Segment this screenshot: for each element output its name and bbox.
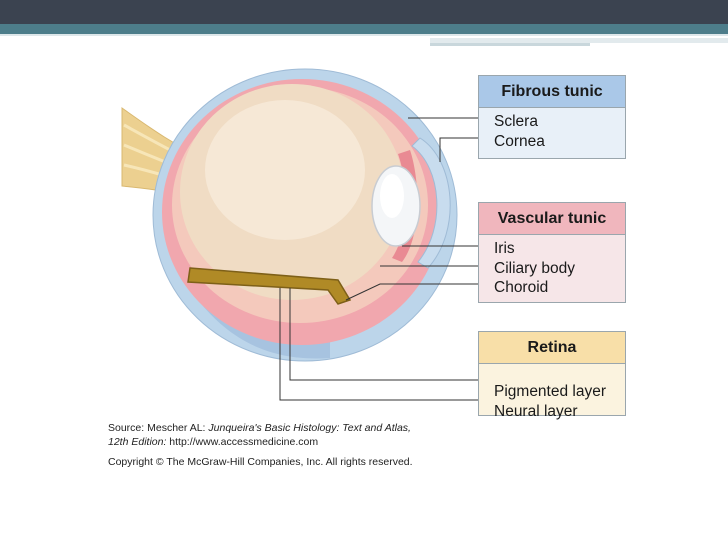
choroid-label: Choroid bbox=[494, 279, 549, 296]
accent-stripe bbox=[430, 38, 728, 43]
pigmented-leader-line bbox=[289, 288, 490, 381]
vascular-tunic-box: Vascular tunic Iris Ciliary body Choroid bbox=[478, 202, 626, 303]
fibrous-tunic-box: Fibrous tunic Sclera Cornea bbox=[478, 75, 626, 159]
source-book-title: Junqueira's Basic Histology: Text and At… bbox=[208, 422, 411, 434]
cornea-leader-line bbox=[439, 137, 490, 162]
cornea bbox=[411, 137, 451, 269]
source-url: http://www.accessmedicine.com bbox=[169, 436, 319, 448]
accent-stripe-short bbox=[430, 43, 590, 46]
source-prefix: Source: Mescher AL: bbox=[108, 422, 209, 434]
retina-title: Retina bbox=[479, 332, 625, 364]
top-header-bar bbox=[0, 0, 728, 24]
neural-leader-line bbox=[279, 288, 490, 401]
lens-shine bbox=[380, 174, 404, 218]
pigmented-layer-label: Pigmented layer bbox=[494, 383, 607, 400]
pigmented-layer-strip bbox=[187, 267, 352, 305]
retina-box: Retina Pigmented layer Neural layer bbox=[478, 331, 626, 420]
choroid-leader-line bbox=[345, 283, 490, 301]
iris-label: Iris bbox=[494, 240, 515, 257]
fibrous-tunic-title: Fibrous tunic bbox=[479, 76, 625, 108]
source-citation: Source: Mescher AL: Junqueira's Basic Hi… bbox=[108, 421, 468, 449]
neural-layer-label: Neural layer bbox=[494, 402, 578, 420]
copyright-notice: Copyright © The McGraw-Hill Companies, I… bbox=[108, 456, 413, 468]
vitreous-highlight bbox=[205, 100, 365, 240]
source-edition: 12th Edition: bbox=[108, 436, 170, 448]
cornea-label: Cornea bbox=[494, 132, 545, 150]
ciliary-body-label: Ciliary body bbox=[494, 259, 575, 277]
top-divider-line bbox=[0, 34, 728, 36]
vascular-tunic-title: Vascular tunic bbox=[479, 203, 625, 235]
sclera-label: Sclera bbox=[494, 113, 538, 130]
top-accent-band bbox=[0, 24, 728, 34]
